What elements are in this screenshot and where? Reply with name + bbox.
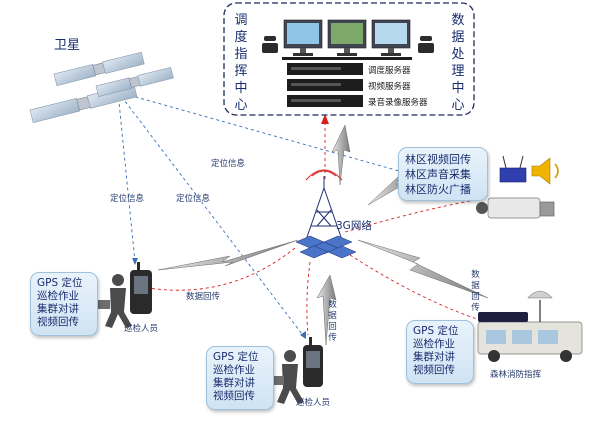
data-return-right-label: 数据回传 (471, 270, 480, 313)
patrol-bottom-person-label: 巡检人员 (296, 398, 331, 408)
server-rack-icon (287, 63, 363, 107)
satellite-label: 卫星 (54, 38, 81, 53)
data-return-vertical-label: 数据回传 (328, 300, 337, 343)
fire-command-function-box: GPS 定位 巡检作业 集群对讲 视频回传 (406, 320, 474, 384)
speaker-icon (531, 157, 559, 185)
satellite-links (117, 91, 489, 339)
arrowhead (321, 114, 329, 124)
surveillance-camera-icon (476, 197, 555, 219)
tower-icon (305, 169, 343, 241)
server-label: 调度服务器 (368, 66, 411, 76)
dispatch-center-title: 调度指挥中心 (234, 13, 248, 113)
command-vehicle-icon (477, 290, 583, 362)
forest-monitoring-box: 林区视频回传 林区声音采集 林区防火广播 (398, 147, 488, 201)
tower-links (147, 122, 481, 336)
telephone-icon (418, 36, 434, 53)
handheld-terminal-icon (303, 337, 323, 387)
server-label: 视频服务器 (368, 82, 411, 92)
network-label: 3G网络 (336, 220, 372, 232)
telephone-icon (262, 36, 278, 53)
server-label: 录音录像服务器 (368, 98, 428, 108)
positioning-label: 定位信息 (211, 159, 246, 169)
positioning-label: 定位信息 (176, 194, 211, 204)
patrol-left-person-label: 巡检人员 (124, 324, 159, 334)
workstation-monitors-icon (282, 19, 412, 60)
tower-base-icon (295, 235, 357, 259)
wireless-bolts (157, 124, 489, 346)
arrowhead (300, 331, 306, 339)
patrol-person-icon (98, 274, 132, 328)
data-return-label: 数据回传 (186, 292, 221, 302)
patrol-bottom-function-box: GPS 定位 巡检作业 集群对讲 视频回传 (206, 346, 274, 410)
handheld-terminal-icon (130, 262, 152, 314)
positioning-label: 定位信息 (110, 194, 145, 204)
antenna-device-icon (499, 155, 527, 183)
data-center-title: 数据处理中心 (451, 13, 465, 113)
patrol-left-function-box: GPS 定位 巡检作业 集群对讲 视频回传 (30, 272, 98, 336)
satellite-icon (29, 51, 174, 123)
fire-command-vehicle-label: 森林消防指挥 (490, 370, 542, 380)
patrol-person-icon (272, 350, 304, 404)
arrowhead (132, 258, 138, 265)
